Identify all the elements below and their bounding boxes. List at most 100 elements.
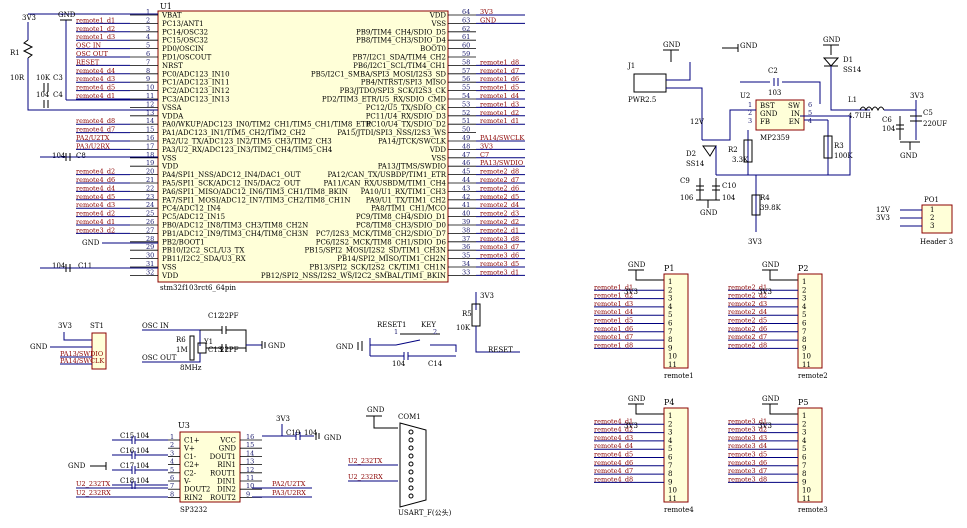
header-pin-num: 10 bbox=[668, 487, 677, 495]
u3-cap-ref: C16 bbox=[120, 447, 135, 455]
u2-pin-num: 5 bbox=[808, 109, 812, 117]
mcu-pin-num: 32 bbox=[146, 268, 154, 276]
u3-pin-num: 12 bbox=[246, 466, 254, 474]
gnd-label-c9: GND bbox=[700, 209, 718, 217]
u2-ref: U2 bbox=[740, 92, 750, 100]
st1-gnd: GND bbox=[30, 343, 48, 351]
com1-shell bbox=[399, 422, 427, 508]
mcu-net-label: PA13/SWDIO bbox=[480, 159, 523, 167]
com1-db9: GND COM1 U2_232TX U2_232RX USART_F(公头) bbox=[348, 406, 452, 517]
mcu-pin-name: PA12/CAN_TX/USBDP/TIM1_ETR bbox=[327, 171, 446, 179]
mcu-pin-num: 2 bbox=[146, 16, 150, 24]
u3-cap-wire bbox=[112, 466, 168, 474]
u3-net-u2tx: PA2/U2TX bbox=[272, 480, 306, 488]
mcu-pin-name: PA6/SPI1_MISO/ADC12_IN6/TIM3_CH1/TIM8_BK… bbox=[162, 188, 348, 196]
com1-net-rx: U2_232RX bbox=[348, 473, 383, 481]
mcu-net-label: remote1_d2 bbox=[480, 109, 519, 117]
mcu-pin-name: VSSA bbox=[161, 104, 183, 112]
c12-value: 22PF bbox=[220, 312, 239, 320]
u3-pin-num: 7 bbox=[170, 482, 174, 490]
mcu-net-label: remote4_d2 bbox=[76, 210, 115, 218]
header-net-label: remote4_d2 bbox=[594, 426, 633, 434]
r2-value: 3.3K bbox=[732, 156, 749, 164]
mcu-pin-num: 9 bbox=[146, 75, 150, 83]
mcu-net-label: remote4_d4 bbox=[76, 184, 115, 192]
mcu-pin-name: PB9/TIM4_CH4/SDIO_D5 bbox=[356, 28, 446, 36]
mcu-pin-name: PC12/U5_TX/SDIO_CK bbox=[366, 104, 447, 112]
u3-net-u2rx: PA3/U2RX bbox=[272, 489, 306, 497]
mcu-net-label: OSC OUT bbox=[76, 50, 109, 58]
mcu-pin-name: PC5/ADC12_IN15 bbox=[162, 213, 225, 221]
header-net-label: remote4_d5 bbox=[594, 451, 633, 459]
u3-gnd2: GND bbox=[324, 434, 342, 442]
com1-pin-dot bbox=[408, 469, 414, 475]
osc-gnd: GND bbox=[268, 342, 286, 350]
j1-jack bbox=[633, 73, 667, 93]
mcu-pin-name: PB12/SPI2_NSS/I2S2_WS/I2C2_SMBAL/TIM1_BK… bbox=[261, 272, 446, 280]
header-net-label: remote4_d8 bbox=[594, 475, 633, 483]
po1-pin-num: 1 bbox=[930, 206, 934, 214]
c10-value: 104 bbox=[722, 194, 736, 202]
u3-pin-name: DOUT1 bbox=[210, 453, 236, 461]
mcu-pin-num: 49 bbox=[462, 134, 470, 142]
osc-out-label: OSC OUT bbox=[142, 354, 177, 362]
com1-pin-dot bbox=[408, 461, 414, 467]
mcu-pin-name: PC9/TIM8_CH4/SDIO_D1 bbox=[356, 213, 446, 221]
mcu-net-label: remote1_d3 bbox=[480, 100, 519, 108]
mcu-pin-name: NRST bbox=[162, 62, 183, 70]
mcu-pin-name: PB11/I2C2_SDA/U3_RX bbox=[162, 255, 246, 263]
c4-value: 104 bbox=[36, 91, 50, 99]
header-3v3: 3V3 bbox=[758, 422, 772, 430]
mcu-net-label: remote4_d5 bbox=[76, 193, 115, 201]
mcu-ref: U1 bbox=[160, 2, 172, 11]
header-pin-num: 5 bbox=[668, 311, 672, 319]
mcu-net-label: remote4_d6 bbox=[76, 176, 115, 184]
mcu-pin-num: 25 bbox=[146, 210, 154, 218]
mcu-net-label: remote4_d8 bbox=[76, 117, 115, 125]
mcu-pin-name: PC10/U4_TX/SDIO_D2 bbox=[366, 121, 446, 129]
mcu-pin-name: PC7/I2S3_MCK/TIM8_CH2/SDIO_D7 bbox=[316, 230, 446, 238]
u3-gnd: GND bbox=[68, 462, 86, 470]
mcu-net-label: remote4_d7 bbox=[76, 126, 115, 134]
mcu-pin-name: PA9/U1_TX/TIM1_CH2 bbox=[366, 196, 446, 204]
header-net-label: remote1_d1 bbox=[594, 283, 633, 291]
mcu-pin-num: 61 bbox=[462, 33, 470, 41]
reset-circuit: 3V3 R5 10K RESET RESET1 KEY 1 2 104 C14 … bbox=[336, 292, 520, 368]
mcu-pin-num: 39 bbox=[462, 218, 470, 226]
u3-pin-num: 2 bbox=[170, 441, 174, 449]
com1-pin-dot bbox=[408, 437, 414, 443]
gnd-label-boot1: GND bbox=[82, 239, 100, 247]
header-pin-num: 9 bbox=[668, 344, 672, 352]
mcu-net-label: OSC IN bbox=[76, 42, 101, 50]
mcu-pin-num: 10 bbox=[146, 84, 154, 92]
mcu-pin-num: 8 bbox=[146, 67, 150, 75]
c2-value: 103 bbox=[768, 89, 781, 97]
mcu-net-label: remote4_d3 bbox=[76, 201, 115, 209]
u3-pin-name: V+ bbox=[183, 445, 195, 453]
u3-pin-num: 14 bbox=[246, 449, 254, 457]
mcu-pin-num: 17 bbox=[146, 142, 154, 150]
u3-pin-num: 10 bbox=[246, 482, 254, 490]
mcu-pin-num: 51 bbox=[462, 117, 470, 125]
mcu-pin-name: PB0/ADC12_IN8/TIM3_CH3/TIM8_CH2N bbox=[162, 222, 308, 230]
y1-value: 8MHz bbox=[180, 364, 202, 372]
j1-ref: J1 bbox=[627, 62, 635, 70]
u3-pin-name: DIN2 bbox=[217, 486, 236, 494]
u3-pin-name: VCC bbox=[219, 437, 236, 445]
u3-ref: U3 bbox=[178, 421, 190, 430]
header-gnd: GND bbox=[762, 395, 780, 403]
reset-gnd: GND bbox=[336, 343, 354, 351]
header-net-label: remote3_d8 bbox=[728, 475, 767, 483]
r6-value: 1M bbox=[176, 346, 188, 354]
st1-3v3: 3V3 bbox=[58, 322, 72, 330]
header-pin-num: 9 bbox=[802, 478, 806, 486]
header-pin-num: 4 bbox=[668, 437, 673, 445]
mcu-pin-name: PA14/JTCK/SWCLK bbox=[378, 138, 447, 146]
u3-cap-value: 104 bbox=[136, 432, 150, 440]
com1-pin-dot bbox=[408, 429, 414, 435]
mcu-net-label: GND bbox=[480, 16, 496, 24]
header-pin-num: 8 bbox=[668, 336, 672, 344]
header-pin-num: 7 bbox=[668, 328, 672, 336]
mcu-pin-num: 58 bbox=[462, 58, 470, 66]
mcu-pin-num: 48 bbox=[462, 142, 470, 150]
